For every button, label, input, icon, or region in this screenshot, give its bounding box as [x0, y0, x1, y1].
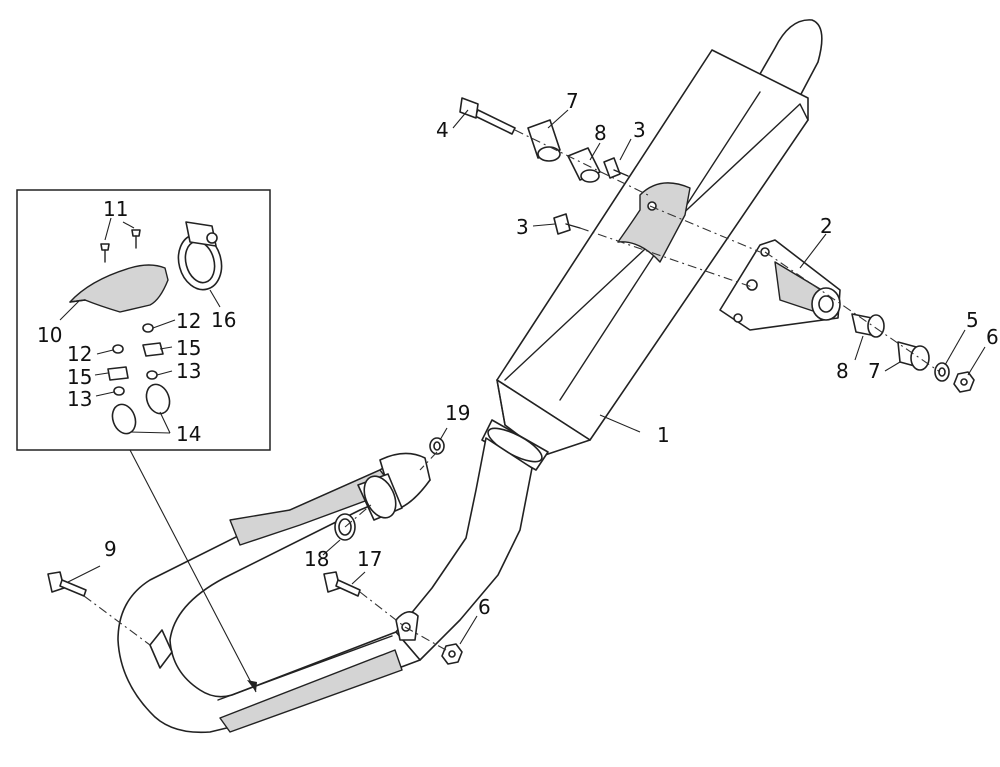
- callout-13-left: 13: [67, 387, 92, 411]
- heat-shield-inset: [16, 189, 271, 451]
- callout-15-right: 15: [176, 336, 201, 360]
- bolt-17: [323, 571, 361, 597]
- callout-4: 4: [436, 118, 449, 142]
- callout-1: 1: [657, 423, 670, 447]
- callout-15-left: 15: [67, 365, 92, 389]
- callout-19: 19: [445, 401, 470, 425]
- callout-13-right: 13: [176, 359, 201, 383]
- callout-6-lower: 6: [478, 595, 491, 619]
- callout-11: 11: [103, 197, 128, 221]
- washer-5: [934, 362, 950, 382]
- callout-6-right: 6: [986, 325, 999, 349]
- screw-3-left: [553, 213, 581, 235]
- callout-5: 5: [966, 308, 979, 332]
- callout-10: 10: [37, 323, 62, 347]
- nut-19: [429, 437, 445, 455]
- callout-8-upper: 8: [594, 121, 607, 145]
- bolt-9: [47, 571, 87, 597]
- callout-17: 17: [357, 547, 382, 571]
- callout-7-right: 7: [868, 359, 881, 383]
- bush-8-right: [851, 313, 885, 338]
- callout-14: 14: [176, 422, 201, 446]
- leader-lines: [59, 109, 986, 645]
- nut-6-lower: [441, 643, 463, 665]
- callout-numbers: 1 2 3 3 4 5 6 6 7 7 8 8 9 10 11 12 12 13…: [37, 89, 999, 619]
- bush-8-upper: [567, 147, 601, 183]
- mounting-bracket: [719, 239, 841, 331]
- callout-18: 18: [304, 547, 329, 571]
- header-pipe: [117, 437, 533, 734]
- callout-16: 16: [211, 308, 236, 332]
- callout-3-left: 3: [516, 215, 529, 239]
- screw-3-upper: [603, 157, 629, 179]
- callout-3-upper: 3: [633, 118, 646, 142]
- callout-9: 9: [104, 537, 117, 561]
- spacer-7-upper: [527, 119, 561, 162]
- callout-7-upper: 7: [566, 89, 579, 113]
- inset-pointer: [129, 449, 257, 693]
- assembly-axes: [83, 129, 941, 651]
- callout-12-left: 12: [67, 342, 92, 366]
- bolt-4: [459, 97, 516, 135]
- callout-12-right: 12: [176, 309, 201, 333]
- nut-6-right: [953, 371, 975, 393]
- callout-8-right: 8: [836, 359, 849, 383]
- callout-2: 2: [820, 214, 833, 238]
- spacer-7-right: [897, 341, 930, 371]
